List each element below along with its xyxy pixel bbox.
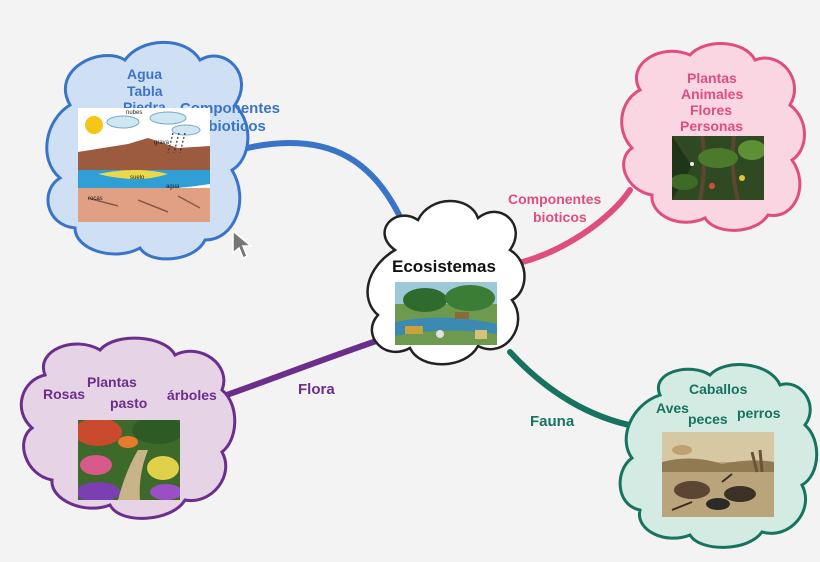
fauna-item-3: perros	[737, 405, 781, 421]
ecosystem-image	[395, 282, 497, 345]
fauna-item-0: Caballos	[689, 381, 748, 397]
flora-item-3: árboles	[167, 387, 217, 403]
abioticos-item-1: Tabla	[127, 83, 163, 99]
fauna-item-2: peces	[688, 411, 728, 427]
bioticos-item-0: Plantas	[687, 70, 737, 86]
animals-image	[662, 432, 774, 517]
flora-item-2: pasto	[110, 395, 148, 411]
garden-image	[78, 420, 180, 500]
bioticos-item-3: Personas	[680, 118, 744, 134]
image-label-agua: agua	[166, 184, 180, 190]
bioticos-item-1: Animales	[681, 86, 744, 102]
image-label-grava: grava	[154, 140, 170, 146]
mouse-pointer-icon	[231, 229, 254, 266]
abiotic-landscape-image: nubes grava suelo agua rocas	[78, 108, 210, 222]
fauna-item-1: Aves	[656, 400, 689, 416]
image-label-suelo: suelo	[130, 175, 145, 181]
image-label-rocas: rocas	[88, 196, 103, 202]
link-bioticos[interactable]	[507, 187, 633, 268]
center-title: Ecosistemas	[392, 257, 496, 276]
jungle-image	[672, 136, 764, 200]
link-fauna[interactable]	[507, 349, 648, 431]
fauna-link-label: Fauna	[530, 413, 575, 430]
abioticos-link-label-line2: abioticos	[200, 118, 266, 135]
flora-item-1: Plantas	[87, 374, 137, 390]
link-flora[interactable]	[215, 335, 388, 401]
image-label-nubes: nubes	[126, 110, 142, 116]
flora-item-0: Rosas	[43, 386, 86, 402]
bioticos-item-2: Flores	[690, 102, 733, 118]
link-abioticos[interactable]	[244, 139, 413, 243]
bioticos-link-label-line2: bioticos	[533, 209, 587, 225]
abioticos-item-0: Agua	[127, 66, 162, 82]
flora-link-label: Flora	[298, 381, 335, 398]
bioticos-link-label-line1: Componentes	[508, 191, 602, 207]
